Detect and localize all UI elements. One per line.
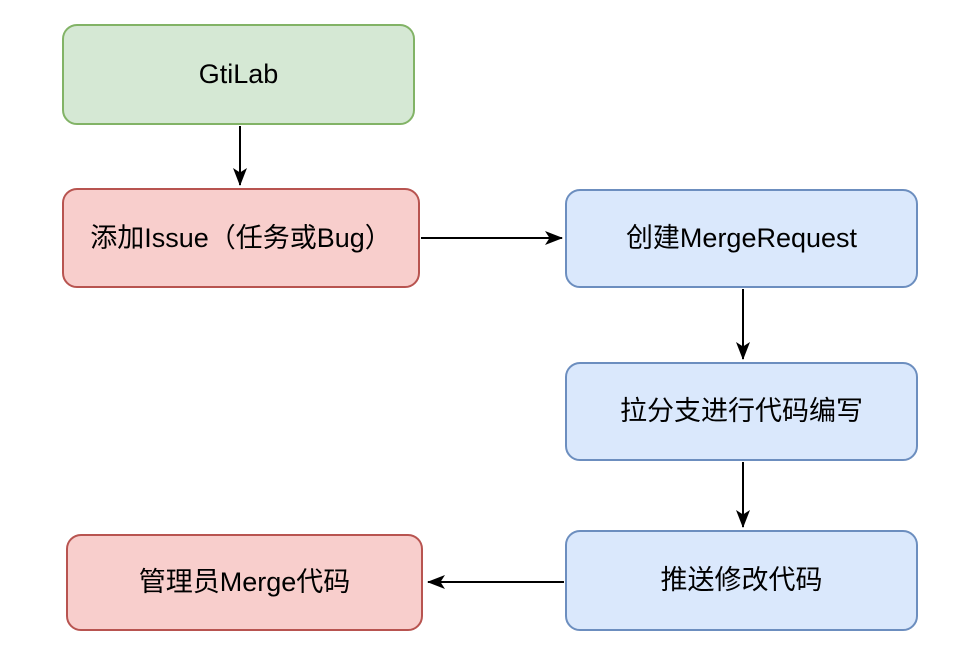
node-add-issue-label: 添加Issue（任务或Bug） [90,222,392,253]
node-create-merge-request: 创建MergeRequest [565,189,918,288]
node-create-merge-request-label: 创建MergeRequest [625,223,858,254]
node-gitlab-label: GtiLab [198,59,279,90]
node-admin-merge-label: 管理员Merge代码 [138,567,351,598]
node-push-code: 推送修改代码 [565,530,918,631]
node-pull-branch: 拉分支进行代码编写 [565,362,918,461]
node-add-issue: 添加Issue（任务或Bug） [62,188,420,288]
node-gitlab: GtiLab [62,24,415,125]
node-pull-branch-label: 拉分支进行代码编写 [620,396,863,427]
node-admin-merge: 管理员Merge代码 [66,534,423,631]
node-push-code-label: 推送修改代码 [660,565,823,596]
